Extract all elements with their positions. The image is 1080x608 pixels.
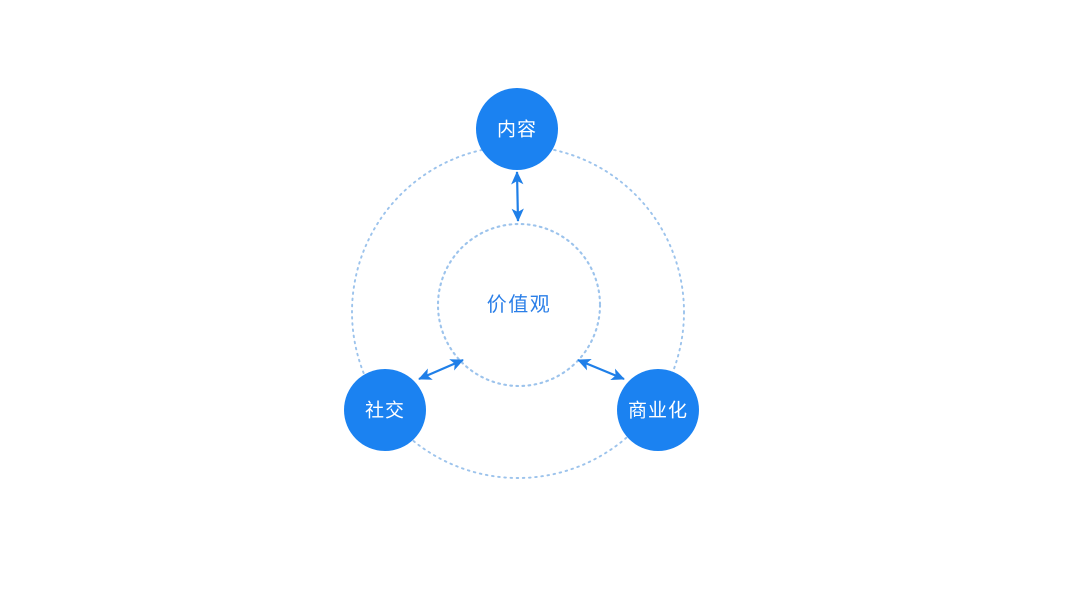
node-social-label: 社交 [365, 400, 405, 422]
node-commercialization[interactable]: 商业化 [617, 369, 699, 451]
node-social[interactable]: 社交 [344, 369, 426, 451]
connector-content-center [511, 171, 524, 222]
node-social-circle[interactable] [344, 369, 426, 451]
inner-dotted-ring [436, 222, 602, 388]
center-node-label: 价值观 [487, 293, 552, 316]
connector-commercialization-center [577, 358, 625, 381]
node-commercialization-circle[interactable] [617, 369, 699, 451]
node-content[interactable]: 内容 [476, 88, 558, 170]
connector-social-center [418, 358, 464, 381]
node-content-circle[interactable] [476, 88, 558, 170]
node-content-label: 内容 [497, 119, 537, 141]
node-commercialization-label: 商业化 [628, 400, 688, 422]
